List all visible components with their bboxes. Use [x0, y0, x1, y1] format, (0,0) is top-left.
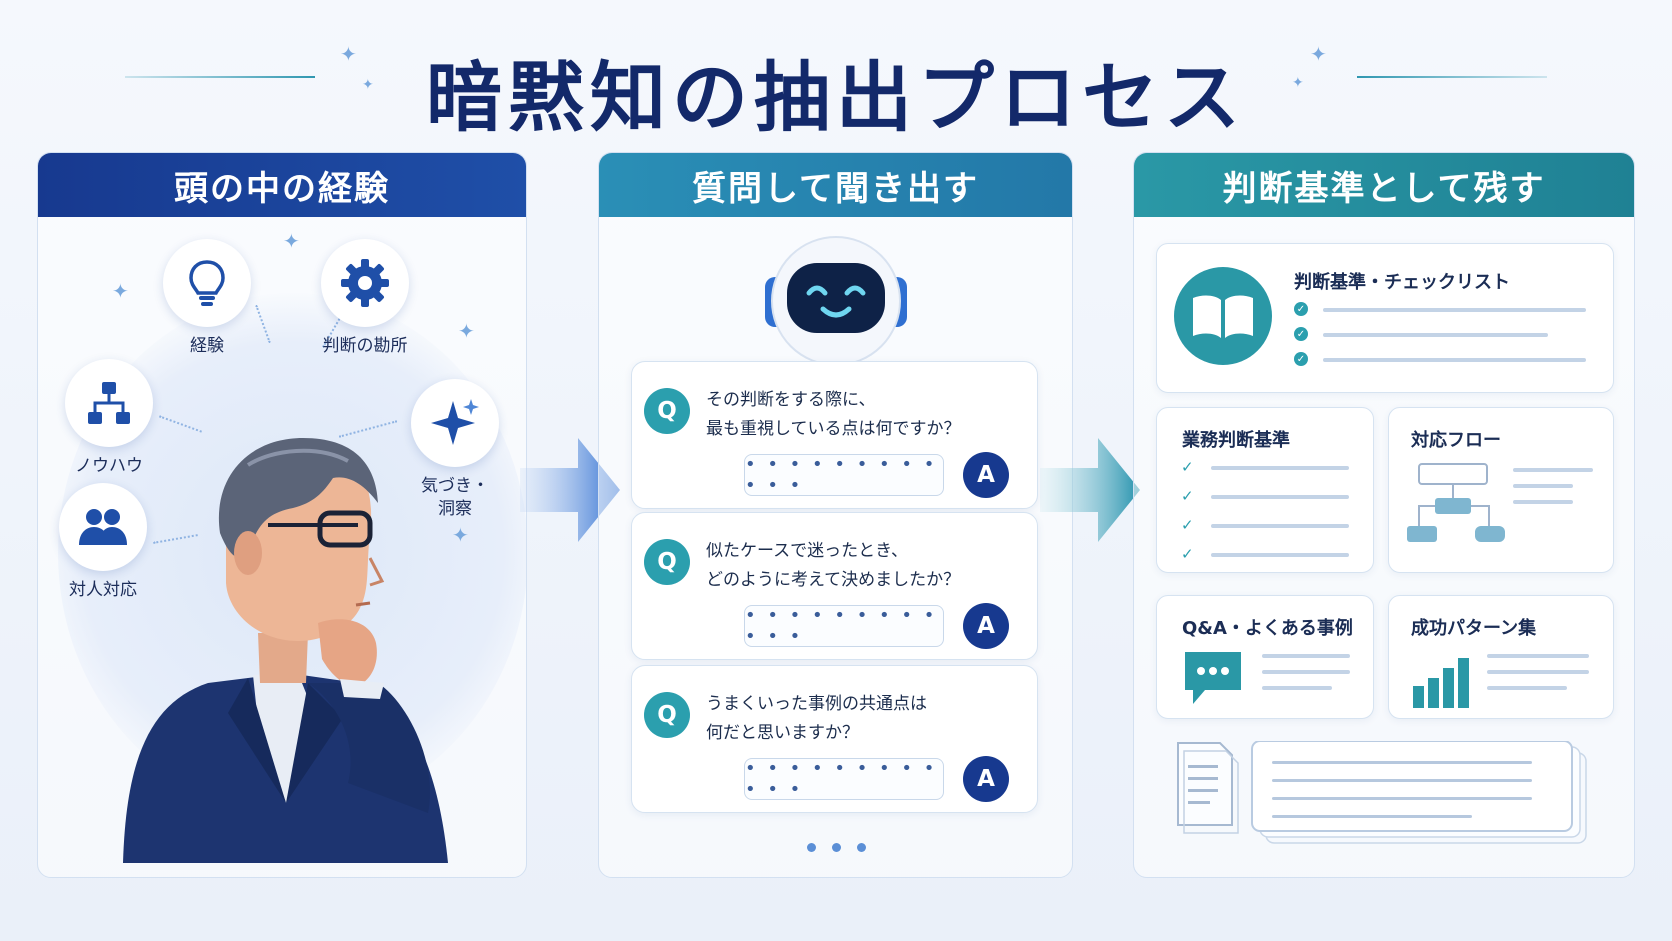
page-dot[interactable]: [807, 843, 816, 852]
checklist-line: [1323, 308, 1586, 312]
answer-input[interactable]: • • • • • • • • • • • •: [744, 758, 944, 800]
gear-bubble: [321, 239, 409, 327]
question-card: Q その判断をする際に、 最も重視している点は何ですか？ • • • • • •…: [631, 361, 1038, 509]
faq-card: Q&A・よくある事例: [1156, 595, 1374, 719]
flow-title: 対応フロー: [1411, 430, 1501, 451]
faq-line: [1262, 686, 1332, 690]
faq-line: [1262, 670, 1350, 674]
open-book-icon: [1174, 267, 1272, 365]
sparkle-icon: ✦: [112, 279, 129, 303]
checklist-line: [1323, 333, 1548, 337]
sparkle-icon: ✦: [362, 77, 374, 93]
page-dot[interactable]: [832, 843, 841, 852]
check-icon: ✓: [1181, 545, 1194, 563]
faq-title: Q&A・よくある事例: [1182, 618, 1353, 639]
arrow-right-icon: [520, 438, 620, 542]
sparkle-bubble: [411, 379, 499, 467]
flow-card: 対応フロー: [1388, 407, 1614, 573]
criteria-panel: 判断基準として残す 判断基準・チェックリスト ✓ ✓ ✓ 業務判断基準 ✓ ✓ …: [1133, 152, 1635, 878]
question-card: Q うまくいった事例の共通点は 何だと思いますか？ • • • • • • • …: [631, 665, 1038, 813]
check-icon: ✓: [1181, 516, 1194, 534]
skill-label: 経験: [190, 336, 224, 356]
interview-panel: 質問して聞き出す Q その判断をする際に、 最も重視している点は何ですか？ • …: [598, 152, 1073, 878]
criteria-line: [1211, 524, 1349, 528]
question-text: うまくいった事例の共通点は 何だと思いますか？: [706, 694, 927, 743]
answer-input[interactable]: • • • • • • • • • • • •: [744, 454, 944, 496]
sparkle-icon: ✦: [458, 319, 475, 343]
arrow-right-icon: [1040, 438, 1140, 542]
sparkle-icon: ✦: [452, 523, 469, 547]
success-line: [1487, 670, 1589, 674]
title-line-left: [125, 76, 315, 78]
flow-line: [1513, 468, 1593, 472]
faq-line: [1262, 654, 1350, 658]
check-icon: ✓: [1181, 458, 1194, 476]
people-icon: [79, 509, 127, 545]
answer-badge: A: [963, 452, 1009, 498]
question-badge: Q: [644, 388, 690, 434]
interview-panel-header: 質問して聞き出す: [599, 153, 1072, 217]
lightbulb-bubble: [163, 239, 251, 327]
criteria-line: [1211, 466, 1349, 470]
hierarchy-bubble: [65, 359, 153, 447]
page-title: 暗黙知の抽出プロセス: [426, 53, 1246, 142]
checklist-line: [1323, 358, 1586, 362]
checklist-card: 判断基準・チェックリスト ✓ ✓ ✓: [1156, 243, 1614, 393]
skill-insight: 気づき・ 洞察: [411, 379, 499, 521]
success-title: 成功パターン集: [1411, 618, 1537, 639]
pagination-dots[interactable]: [599, 843, 1072, 852]
skill-label: ノウハウ: [75, 456, 143, 476]
check-icon: ✓: [1294, 327, 1308, 341]
sparkle-icon: ✦: [1292, 75, 1304, 91]
flow-line: [1513, 500, 1573, 504]
business-criteria-card: 業務判断基準 ✓ ✓ ✓ ✓: [1156, 407, 1374, 573]
question-badge: Q: [644, 539, 690, 585]
gear-icon: [341, 259, 389, 307]
check-icon: ✓: [1181, 487, 1194, 505]
flow-line: [1513, 484, 1573, 488]
sparkle-icon: [431, 399, 479, 445]
criteria-line: [1211, 495, 1349, 499]
success-line: [1487, 686, 1567, 690]
check-icon: ✓: [1294, 302, 1308, 316]
hierarchy-icon: [88, 382, 130, 424]
check-icon: ✓: [1294, 352, 1308, 366]
skill-judgement: 判断の勘所: [321, 239, 409, 358]
lightbulb-icon: [189, 260, 225, 306]
people-bubble: [59, 483, 147, 571]
chat-bubble-icon: [1185, 652, 1241, 704]
title-row: 暗黙知の抽出プロセス ✦ ✦ ✦ ✦: [0, 30, 1672, 142]
success-line: [1487, 654, 1589, 658]
answer-input[interactable]: • • • • • • • • • • • •: [744, 605, 944, 647]
experience-panel-header: 頭の中の経験: [38, 153, 526, 217]
skill-label: 対人対応: [69, 580, 137, 600]
question-text: その判断をする際に、 最も重視している点は何ですか？: [706, 390, 961, 439]
sparkle-icon: ✦: [340, 42, 357, 66]
sparkle-icon: ✦: [1310, 42, 1327, 66]
robot-icon: [765, 236, 907, 366]
skill-label: 判断の勘所: [322, 336, 408, 356]
answer-badge: A: [963, 756, 1009, 802]
skill-knowhow: ノウハウ: [65, 359, 153, 478]
skill-interpersonal: 対人対応: [59, 483, 147, 602]
success-pattern-card: 成功パターン集: [1388, 595, 1614, 719]
flowchart-icon: [1407, 463, 1505, 542]
skill-label: 気づき・ 洞察: [421, 476, 489, 519]
bar-chart-icon: [1413, 658, 1469, 708]
question-badge: Q: [644, 692, 690, 738]
business-criteria-title: 業務判断基準: [1182, 430, 1290, 451]
criteria-panel-header: 判断基準として残す: [1134, 153, 1634, 217]
document-stack-icon: [1177, 741, 1587, 844]
criteria-line: [1211, 553, 1349, 557]
question-text: 似たケースで迷ったとき、 どのように考えて決めましたか？: [706, 541, 961, 590]
skill-experience: 経験: [163, 239, 251, 358]
answer-badge: A: [963, 603, 1009, 649]
experience-panel: 頭の中の経験 経験: [37, 152, 527, 878]
checklist-title: 判断基準・チェックリスト: [1294, 272, 1510, 293]
question-card: Q 似たケースで迷ったとき、 どのように考えて決めましたか？ • • • • •…: [631, 512, 1038, 660]
thinking-person-illustration: [123, 438, 448, 863]
sparkle-icon: ✦: [283, 229, 300, 253]
page-dot[interactable]: [857, 843, 866, 852]
title-line-right: [1357, 76, 1547, 78]
